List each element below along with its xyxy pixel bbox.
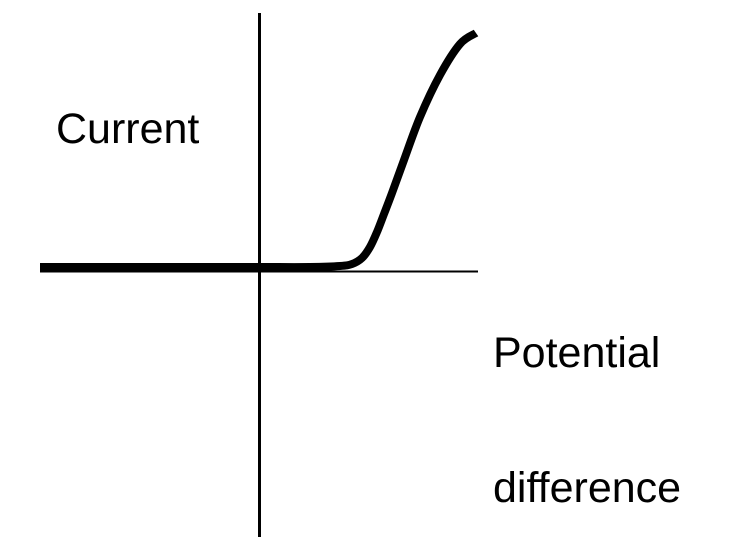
y-axis-label-text: Current [56,105,200,153]
x-axis-label-line-2: difference [493,464,682,512]
x-axis-label: Potential difference [493,241,681,559]
y-axis-label: Current [56,17,199,242]
x-axis-label-line-1: Potential [493,329,661,377]
current-voltage-curve [39,29,479,272]
